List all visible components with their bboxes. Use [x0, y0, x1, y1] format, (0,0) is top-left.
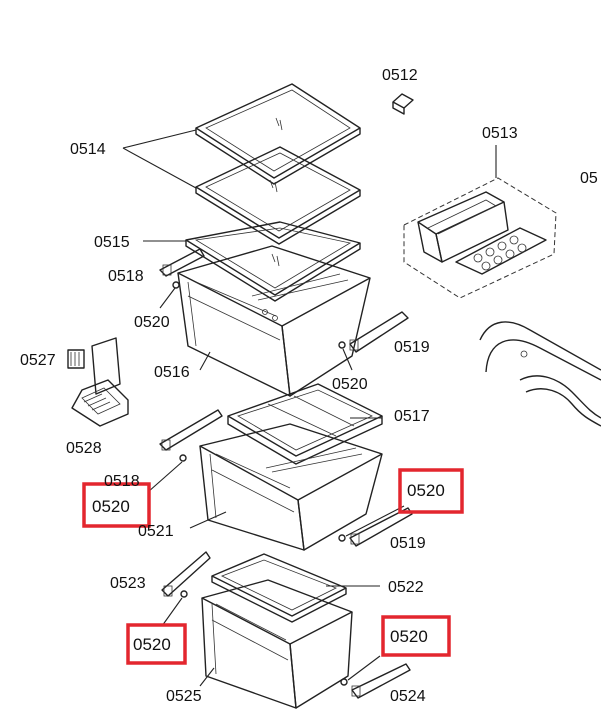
label-0518-top[interactable]: 0518 [108, 268, 144, 285]
screw-lower-left[interactable] [161, 590, 188, 627]
label-0515[interactable]: 0515 [94, 234, 130, 251]
clip-part-icon[interactable] [392, 93, 414, 115]
rail-left-0518-mid[interactable] [159, 409, 223, 451]
label-0520-a[interactable]: 0520 [134, 314, 170, 331]
tube-part-cut [479, 321, 601, 427]
label-0524[interactable]: 0524 [390, 688, 426, 705]
drawer-lid-0517[interactable] [227, 383, 383, 465]
glass-shelf-top[interactable] [195, 83, 361, 185]
label-0521[interactable]: 0521 [138, 523, 174, 540]
label-0517[interactable]: 0517 [394, 408, 430, 425]
label-0522[interactable]: 0522 [388, 579, 424, 596]
screw-upper-right[interactable] [338, 341, 353, 371]
label-0518-mid[interactable]: 0518 [104, 473, 140, 490]
label-0523[interactable]: 0523 [110, 575, 146, 592]
label-0519-mid[interactable]: 0519 [390, 535, 426, 552]
label-0520-f[interactable]: 0520 [390, 627, 428, 646]
drawer-lid-0522[interactable] [211, 553, 347, 623]
label-0527[interactable]: 0527 [20, 352, 56, 369]
rail-right-0519-mid[interactable] [349, 507, 413, 547]
screw-mid-left[interactable] [147, 454, 187, 493]
drawer-middle-0521[interactable] [199, 423, 383, 551]
rail-left-0518-top[interactable] [159, 248, 205, 277]
drawer-lower-0525[interactable] [201, 579, 353, 709]
accessory-box-0513[interactable] [403, 145, 557, 299]
glass-shelf-middle[interactable] [195, 146, 361, 245]
label-0520-b[interactable]: 0520 [332, 376, 368, 393]
drawer-upper-0516[interactable] [177, 245, 371, 397]
control-unit-0528[interactable] [71, 337, 129, 427]
label-0520-d[interactable]: 0520 [407, 481, 445, 500]
highlight-box-0520-low-left [126, 623, 187, 665]
label-0513[interactable]: 0513 [482, 125, 518, 142]
label-0520-e[interactable]: 0520 [133, 635, 171, 654]
rail-left-0523[interactable] [161, 551, 211, 597]
glass-shelf-lower[interactable] [185, 221, 361, 302]
highlight-box-0520-mid-right [398, 468, 464, 514]
label-0525[interactable]: 0525 [166, 688, 202, 705]
screw-upper-left[interactable] [159, 281, 180, 309]
label-0516[interactable]: 0516 [154, 364, 190, 381]
highlight-box-0520-mid-left [82, 482, 151, 528]
rail-right-0519-top[interactable] [349, 311, 409, 353]
highlight-box-0520-low-right [381, 615, 451, 657]
cover-plate-0527[interactable] [67, 349, 85, 369]
label-05-cut: 05 [580, 170, 598, 187]
screw-mid-right[interactable] [338, 505, 405, 542]
label-0519-top[interactable]: 0519 [394, 339, 430, 356]
screw-lower-right[interactable] [340, 655, 381, 686]
label-0514[interactable]: 0514 [70, 141, 106, 158]
label-0512[interactable]: 0512 [382, 67, 418, 84]
label-0528[interactable]: 0528 [66, 440, 102, 457]
rail-right-0524[interactable] [351, 663, 411, 699]
label-0520-c[interactable]: 0520 [92, 497, 130, 516]
